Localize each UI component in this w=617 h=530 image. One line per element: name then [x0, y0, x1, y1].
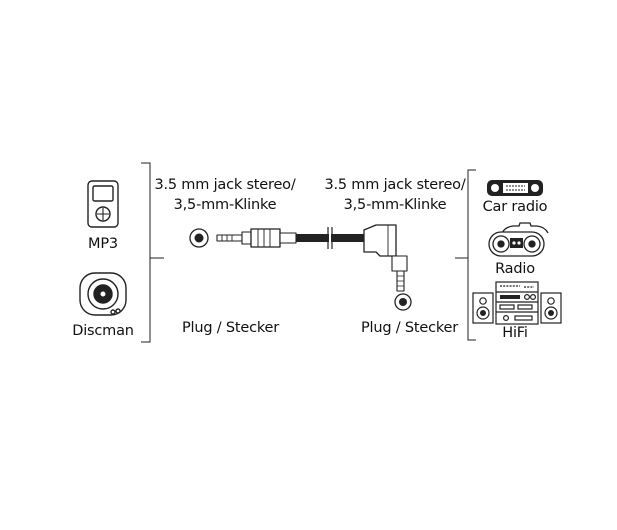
jack-socket-left-icon — [189, 228, 209, 248]
jack-socket-right-icon — [394, 293, 412, 311]
device-label-hifi: HiFi — [502, 325, 528, 341]
plug-left-spec-line1: 3.5 mm jack stereo/ — [154, 177, 296, 193]
plug-left-type-label: Plug / Stecker — [182, 320, 280, 336]
plug-right-spec-line1: 3.5 mm jack stereo/ — [324, 177, 466, 193]
bracket-left — [141, 162, 164, 343]
device-label-car-radio: Car radio — [482, 199, 548, 215]
hifi-system-icon — [472, 281, 562, 325]
plug-left-spec-line2: 3,5-mm-Klinke — [173, 197, 277, 213]
device-label-discman: Discman — [72, 323, 134, 339]
plug-right-spec-line2: 3,5-mm-Klinke — [343, 197, 447, 213]
plug-right-type-label: Plug / Stecker — [361, 320, 459, 336]
discman-icon — [79, 272, 127, 316]
car-radio-icon — [487, 180, 543, 196]
device-label-mp3: MP3 — [88, 236, 118, 252]
bracket-right — [455, 169, 476, 341]
device-label-radio: Radio — [495, 261, 535, 277]
mp3-player-icon — [87, 180, 119, 228]
cable-icon — [216, 224, 408, 292]
boombox-icon — [488, 222, 549, 257]
